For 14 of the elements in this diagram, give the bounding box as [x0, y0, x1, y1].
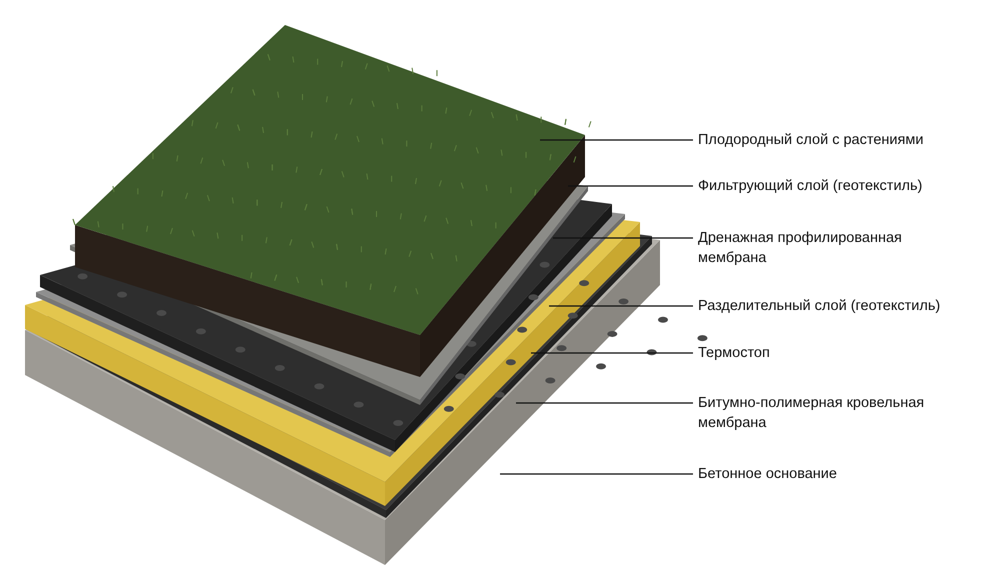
layer-label: Разделительный слой (геотекстиль) — [698, 296, 973, 316]
layer-label: Бетонное основание — [698, 464, 973, 484]
leader-line — [553, 237, 693, 239]
layer-label: Битумно-полимерная кровельная мембрана — [698, 393, 973, 433]
leader-line — [549, 305, 693, 307]
leader-line — [500, 473, 693, 475]
leader-line — [516, 402, 693, 404]
layer-label: Дренажная профилированная мембрана — [698, 228, 973, 268]
layer-label: Фильтрующий слой (геотекстиль) — [698, 176, 973, 196]
layer-label: Термостоп — [698, 343, 973, 363]
layer-label: Плодородный слой с растениями — [698, 130, 973, 150]
leader-line — [540, 139, 693, 141]
leader-line — [568, 185, 693, 187]
leader-line — [531, 352, 693, 354]
